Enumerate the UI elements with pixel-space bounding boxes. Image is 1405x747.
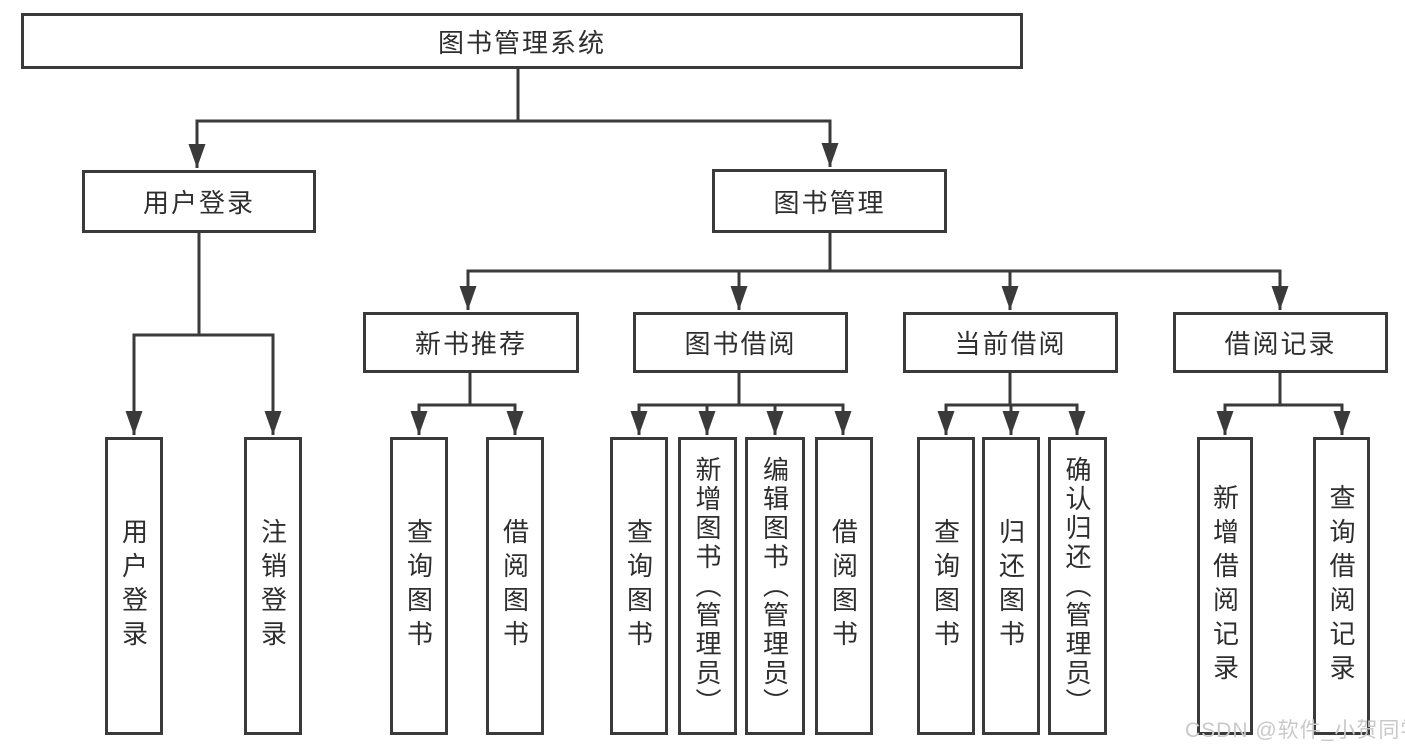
node-borrow-records: 借阅记录 — [1173, 312, 1388, 373]
leaf-add-borrow-record: 新增借阅记录 — [1197, 437, 1253, 735]
node-user-login: 用户登录 — [82, 170, 316, 233]
node-library-system: 图书管理系统 — [21, 13, 1023, 69]
leaf-borrow-books-recommend: 借阅图书 — [486, 437, 544, 735]
leaf-return-books: 归还图书 — [982, 437, 1040, 735]
leaf-add-books-admin: 新增图书（管理员） — [678, 437, 737, 735]
node-book-borrowing: 图书借阅 — [633, 312, 848, 373]
leaf-borrow-books-borrowing: 借阅图书 — [815, 437, 873, 735]
leaf-confirm-return-admin: 确认归还（管理员） — [1048, 437, 1107, 735]
csdn-watermark: CSDN @软件_小贺同学 — [1185, 719, 1405, 742]
leaf-query-borrow-record: 查询借阅记录 — [1313, 437, 1370, 735]
leaf-query-books-recommend: 查询图书 — [390, 437, 448, 735]
leaf-edit-books-admin: 编辑图书（管理员） — [745, 437, 805, 735]
leaf-logout: 注销登录 — [244, 437, 302, 735]
node-new-book-recommend: 新书推荐 — [363, 312, 579, 373]
node-book-management: 图书管理 — [712, 169, 947, 233]
leaf-query-books-current: 查询图书 — [917, 437, 975, 735]
node-current-borrowing: 当前借阅 — [903, 312, 1118, 373]
leaf-user-login: 用户登录 — [105, 437, 163, 735]
leaf-query-books-borrowing: 查询图书 — [610, 437, 668, 735]
